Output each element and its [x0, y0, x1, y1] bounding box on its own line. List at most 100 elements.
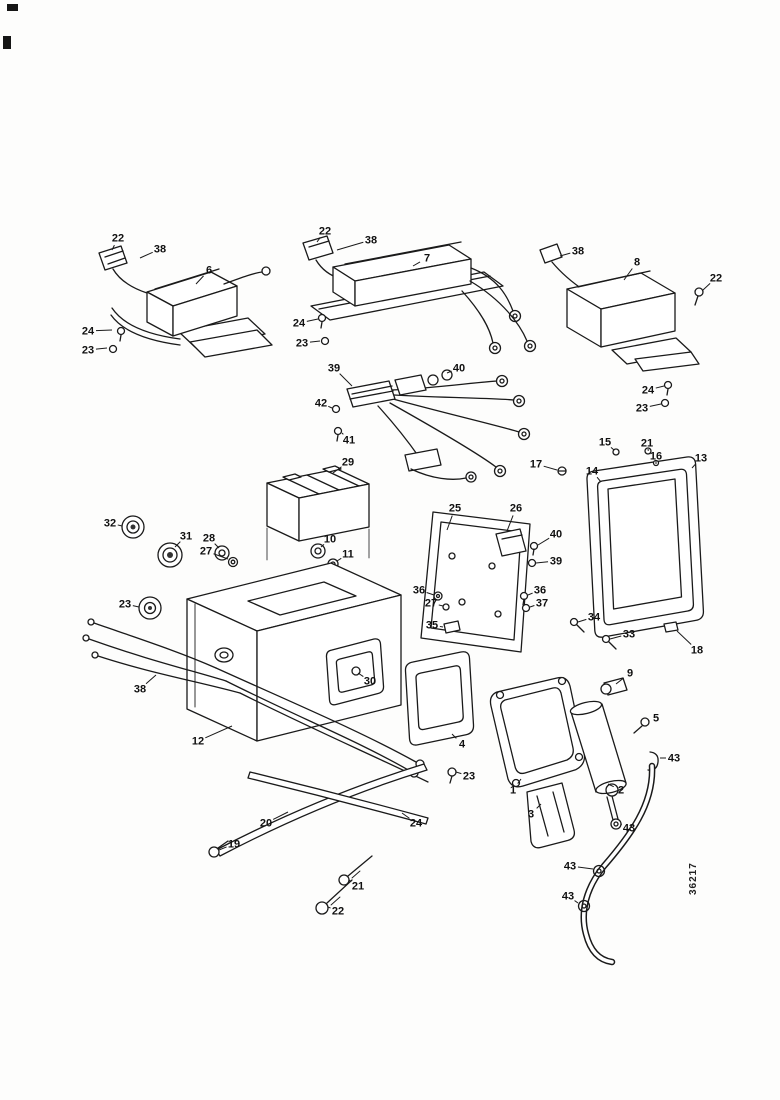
part-callout-24: 24	[642, 385, 655, 397]
callout-leader	[446, 370, 452, 374]
part-callout-21: 21	[352, 881, 364, 893]
callout-leader	[451, 733, 457, 739]
callout-leader	[132, 605, 140, 608]
part-callout-11: 11	[342, 549, 354, 561]
part-callout-7: 7	[424, 253, 430, 265]
part-callout-38: 38	[154, 244, 166, 256]
callout-leader	[117, 524, 123, 527]
part-callout-30: 30	[364, 676, 376, 688]
callout-leader	[327, 906, 331, 909]
callout-leader	[95, 329, 113, 332]
part-callout-24: 24	[293, 318, 306, 330]
trim-rods	[208, 763, 429, 915]
callout-leader	[615, 677, 625, 685]
part-callout-33: 33	[623, 629, 635, 641]
part-callout-5: 5	[653, 713, 659, 725]
callout-leader	[111, 244, 115, 251]
panel-assembly-13-14	[557, 447, 705, 638]
part-callout-19: 19	[228, 839, 240, 851]
callout-leader	[446, 515, 453, 531]
part-callout-43: 43	[623, 823, 635, 835]
callout-leader	[316, 237, 321, 243]
part-callout-4: 4	[459, 739, 466, 751]
callout-leader	[328, 405, 333, 409]
fasteners-36-27-35	[433, 591, 461, 634]
callout-leader	[609, 635, 622, 640]
battery-29	[266, 465, 370, 561]
part-callout-2: 2	[618, 785, 624, 797]
part-callout-43: 43	[564, 861, 576, 873]
callout-leader	[543, 465, 558, 471]
part-callout-23: 23	[82, 345, 94, 357]
part-callout-1: 1	[510, 785, 516, 797]
part-callout-43: 43	[668, 753, 680, 765]
callout-leader	[574, 900, 579, 904]
part-callout-22: 22	[332, 906, 344, 918]
part-callout-31: 31	[180, 531, 192, 543]
callout-leader	[506, 515, 514, 532]
callout-leader	[348, 879, 352, 882]
assembly-control-unit-7	[302, 235, 537, 355]
part-callout-13: 13	[695, 453, 707, 465]
screws-33-34	[569, 617, 617, 650]
part-callout-38: 38	[572, 246, 584, 258]
part-callout-28: 28	[203, 533, 215, 545]
callout-leader	[439, 625, 444, 628]
callout-leader	[218, 846, 227, 851]
scan-artifacts	[3, 4, 18, 49]
part-callout-39: 39	[328, 363, 340, 375]
callout-leader	[537, 537, 550, 546]
part-callout-21: 21	[641, 438, 653, 450]
grommets-and-knobs	[121, 515, 239, 620]
part-callout-14: 14	[586, 466, 599, 478]
part-callout-10: 10	[324, 534, 336, 546]
blower-assembly-1-2-3	[489, 676, 659, 966]
callout-leader	[649, 403, 662, 407]
part-callout-24: 24	[410, 818, 423, 830]
callout-leader	[339, 373, 353, 387]
assembly-unit-8	[539, 243, 704, 408]
part-callout-23: 23	[463, 771, 475, 783]
part-callout-6: 6	[206, 265, 212, 277]
callout-leader	[438, 604, 444, 607]
callout-leader	[426, 592, 435, 596]
part-callout-27: 27	[425, 598, 437, 610]
callout-leader	[536, 803, 542, 809]
part-callout-8: 8	[634, 257, 640, 269]
part-callout-41: 41	[343, 435, 355, 447]
callout-leader	[357, 672, 364, 677]
part-callout-29: 29	[342, 457, 354, 469]
callout-leader	[577, 618, 587, 623]
part-callout-22: 22	[319, 226, 331, 238]
callout-leader	[623, 268, 633, 281]
callout-leader	[655, 385, 665, 389]
callout-leader	[455, 771, 462, 775]
part-callout-23: 23	[636, 403, 648, 415]
callout-leader	[535, 561, 549, 564]
callout-leader	[195, 275, 204, 285]
part-callout-22: 22	[710, 273, 722, 285]
mounting-plate-25-26	[420, 511, 539, 653]
callout-leader	[676, 630, 692, 645]
callout-leader	[214, 543, 220, 549]
callout-leader	[205, 725, 233, 739]
callout-leader	[145, 674, 157, 685]
part-callout-27: 27	[200, 546, 212, 558]
part-callout-43: 43	[562, 891, 574, 903]
part-callout-36: 36	[534, 585, 546, 597]
part-callout-3: 3	[528, 809, 534, 821]
part-callout-38: 38	[365, 235, 377, 247]
part-callout-42: 42	[315, 398, 327, 410]
callout-leader	[213, 553, 229, 560]
part-callout-40: 40	[453, 363, 465, 375]
part-callout-38: 38	[134, 684, 146, 696]
assembly-relay-6	[98, 245, 273, 358]
callout-leader	[559, 252, 571, 257]
part-callout-36: 36	[413, 585, 425, 597]
callout-leader	[610, 446, 615, 451]
part-callout-17: 17	[530, 459, 542, 471]
part-callout-12: 12	[192, 736, 204, 748]
callout-leader	[320, 543, 325, 548]
